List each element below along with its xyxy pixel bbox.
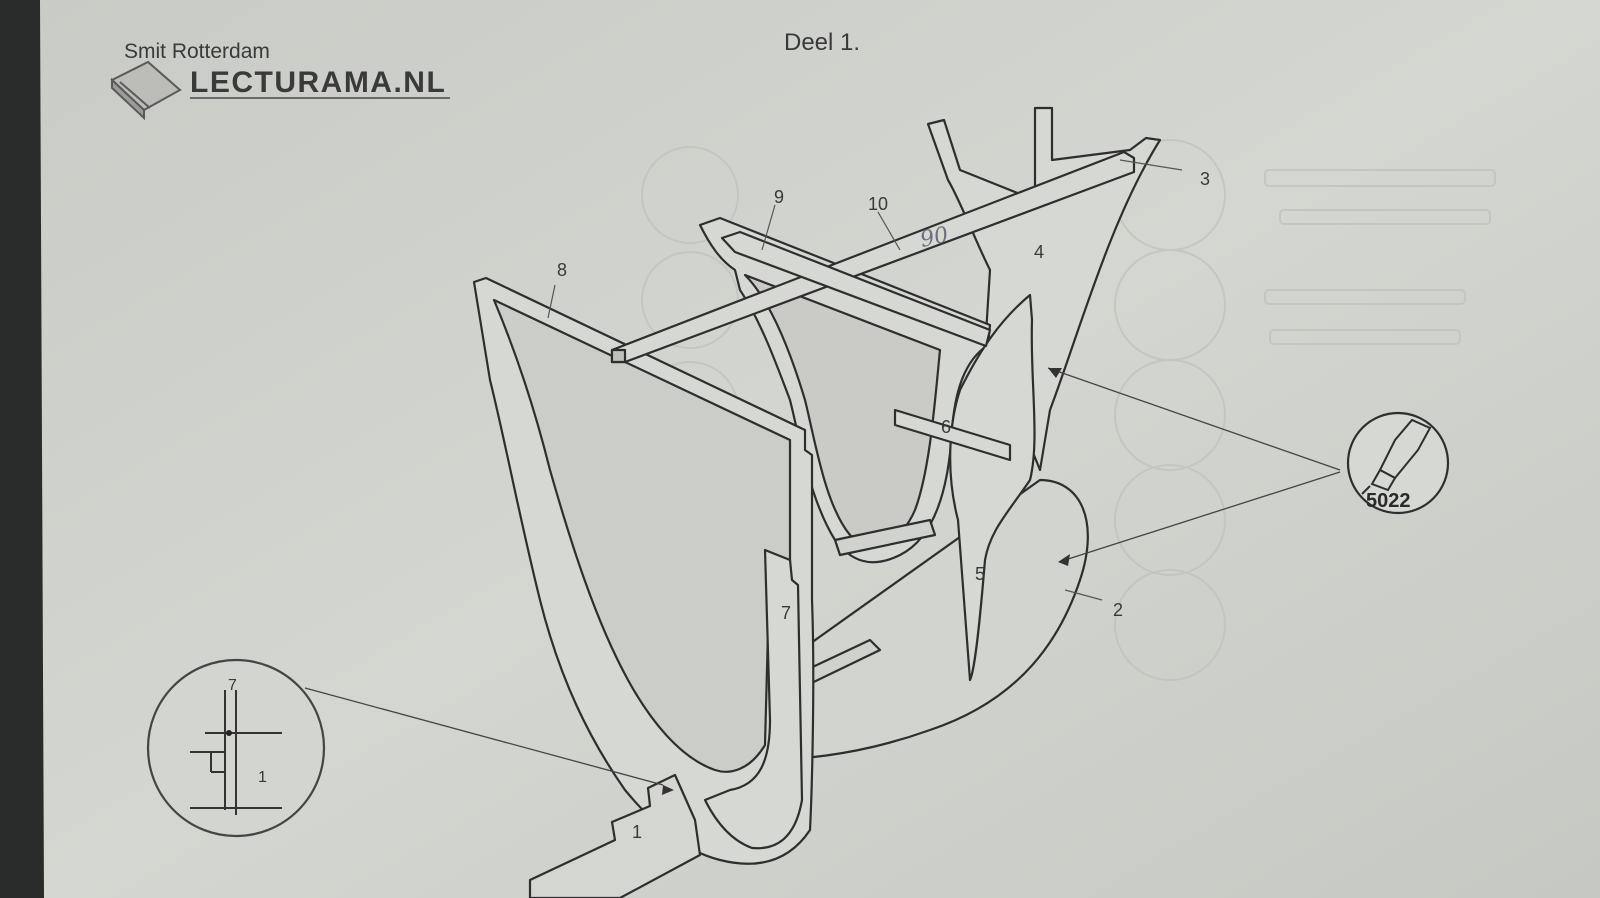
frame-part-7 (703, 548, 804, 850)
part-label-10: 10 (868, 194, 888, 214)
deck-beam-part-9 (720, 230, 992, 348)
part-label-5: 5 (975, 564, 985, 584)
brand-line2: LECTURAMA.NL (190, 66, 446, 99)
part-label-3: 3 (1200, 169, 1210, 189)
glue-code: 5022 (1366, 490, 1411, 512)
floor-plank-2 (833, 518, 937, 557)
page-title: Deel 1. (784, 29, 860, 56)
handwritten-note: 90 (918, 223, 951, 253)
part-label-2: 2 (1113, 600, 1123, 620)
frame-part-6-inner (743, 273, 942, 547)
part-callouts (547, 159, 1183, 601)
part-label-9: 9 (774, 187, 784, 207)
book-icon (110, 60, 182, 121)
part-label-7: 7 (781, 603, 791, 623)
part-label-4: 4 (1034, 242, 1044, 262)
glue-callout: 5022 (1047, 367, 1450, 566)
stringer-part-10-side (610, 348, 627, 364)
frame-part-5 (949, 293, 1036, 682)
part-label-1: 1 (632, 822, 642, 842)
part-label-6: 6 (941, 417, 951, 437)
detail-inset: 7 1 (146, 658, 674, 838)
part-labels: 1 2 3 4 5 6 7 8 9 10 90 (557, 169, 1210, 842)
glue-bottle-icon (1361, 418, 1432, 495)
inset-label-1: 1 (258, 769, 267, 786)
cross-brace-lower (893, 408, 1012, 462)
inset-label-7: 7 (228, 677, 237, 694)
part-label-8: 8 (557, 260, 567, 280)
frame-part-8-inner (492, 298, 792, 773)
lecturama-logo: Smit Rotterdam LECTURAMA.NL (110, 40, 450, 121)
brand-line1: Smit Rotterdam (124, 40, 270, 63)
hull-assembly (472, 106, 1162, 898)
keel-block-part-1 (528, 773, 702, 898)
show-through-ghosts (641, 139, 1496, 681)
